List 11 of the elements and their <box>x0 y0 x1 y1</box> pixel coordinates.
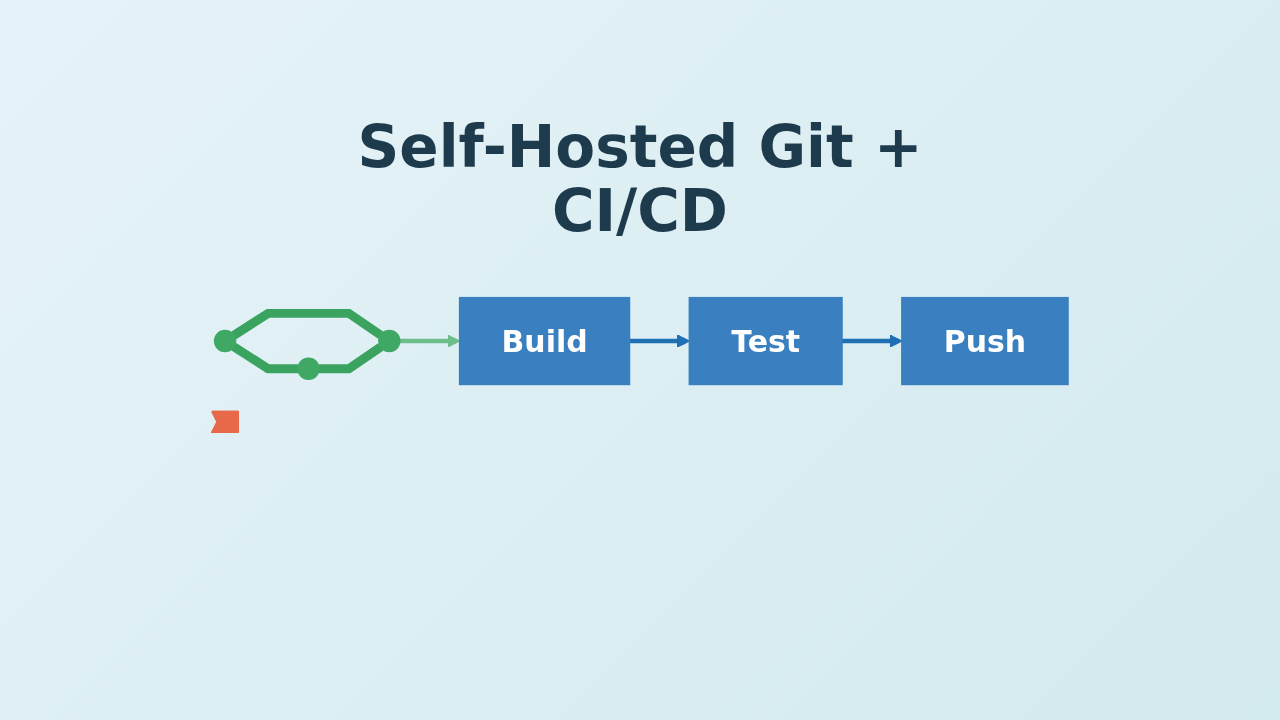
node-circle <box>297 357 320 380</box>
connector <box>318 343 384 374</box>
node-box: Test <box>688 296 843 386</box>
arrow <box>629 334 690 348</box>
title: Self-Hosted Git + CI/CD <box>356 115 924 243</box>
node-circle <box>213 329 237 353</box>
connector <box>231 308 384 340</box>
node-circle <box>378 329 401 353</box>
node-box: Build <box>458 296 631 386</box>
connector <box>231 342 298 374</box>
node-box: Push <box>901 296 1069 386</box>
